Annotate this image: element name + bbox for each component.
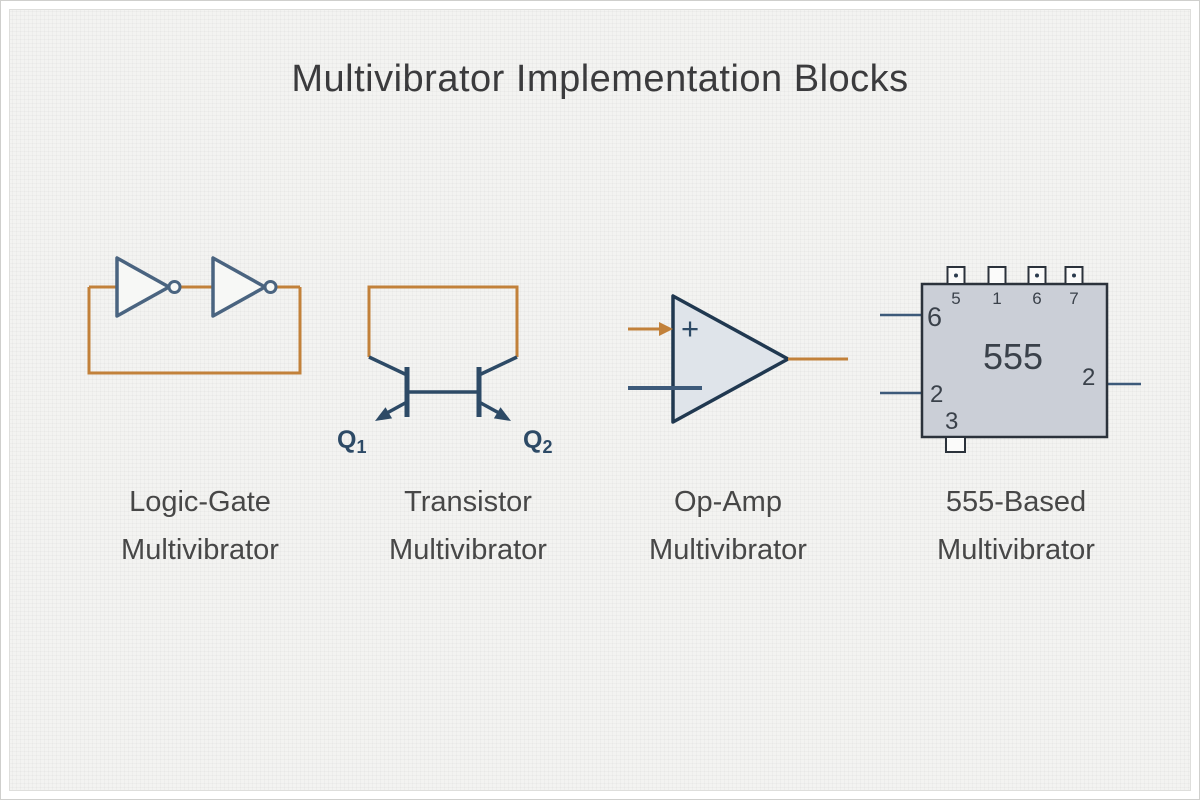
inverter-2-bubble bbox=[263, 280, 278, 294]
q2-collector-lead bbox=[478, 355, 518, 377]
q2-label: Q2 bbox=[523, 426, 552, 455]
pin-number-6-left: 6 bbox=[927, 302, 942, 332]
logic-gate-diagram bbox=[87, 256, 302, 375]
pin-number-6-top: 6 bbox=[1032, 289, 1041, 308]
top-pin-4-dot bbox=[1072, 273, 1076, 278]
caption-op-amp: Op-Amp Multivibrator bbox=[598, 478, 858, 574]
q2-emitter-arrow-icon bbox=[493, 407, 511, 421]
caption-line: Multivibrator bbox=[121, 534, 279, 566]
pin-number-3-left: 3 bbox=[945, 408, 958, 435]
noninverting-input-label: + bbox=[681, 311, 699, 346]
ic555-chip-label: 555 bbox=[983, 336, 1043, 377]
opamp-diagram: + bbox=[628, 294, 848, 424]
q2-emitter-lead bbox=[478, 400, 500, 415]
caption-line: 555-Based bbox=[945, 486, 1087, 518]
q1-collector-lead bbox=[368, 355, 408, 377]
inverter-1-bubble bbox=[167, 280, 182, 294]
caption-line: Logic-Gate bbox=[129, 486, 271, 518]
caption-line: Transistor bbox=[404, 486, 532, 518]
caption-line: Multivibrator bbox=[937, 534, 1095, 566]
opamp-triangle-icon bbox=[671, 294, 790, 424]
caption-line: Multivibrator bbox=[389, 534, 547, 566]
inverter-1-icon bbox=[115, 256, 171, 318]
pin-number-2-left: 2 bbox=[930, 381, 943, 408]
inverter-2-icon bbox=[211, 256, 267, 318]
bottom-pin bbox=[945, 436, 966, 453]
q1-emitter-arrow-icon bbox=[375, 407, 393, 421]
pin-number-2-right: 2 bbox=[1082, 364, 1095, 391]
q1-emitter-lead bbox=[386, 400, 408, 415]
pin-number-1: 1 bbox=[992, 289, 1001, 308]
collector-loop-wire bbox=[367, 285, 519, 357]
pin-number-7: 7 bbox=[1069, 289, 1078, 308]
top-pin-1-dot bbox=[954, 273, 958, 278]
caption-transistor: Transistor Multivibrator bbox=[338, 478, 598, 574]
caption-line: Multivibrator bbox=[649, 534, 807, 566]
ic555-body bbox=[920, 282, 1109, 439]
caption-line: Op-Amp bbox=[674, 486, 782, 518]
caption-555-based: 555-Based Multivibrator bbox=[886, 478, 1146, 574]
input-arrow-icon bbox=[659, 322, 673, 336]
top-pin-3-dot bbox=[1035, 273, 1039, 278]
ic555-diagram: 5 1 6 7 6 2 3 2 555 bbox=[880, 266, 1141, 453]
feedback-loop-wire bbox=[87, 287, 302, 375]
caption-logic-gate: Logic-Gate Multivibrator bbox=[70, 478, 330, 574]
pin-number-5: 5 bbox=[951, 289, 960, 308]
top-pin-2 bbox=[987, 266, 1007, 285]
q1-label: Q1 bbox=[337, 426, 366, 455]
transistor-diagram: Q1 Q2 bbox=[337, 285, 552, 455]
page-title: Multivibrator Implementation Blocks bbox=[291, 58, 909, 100]
